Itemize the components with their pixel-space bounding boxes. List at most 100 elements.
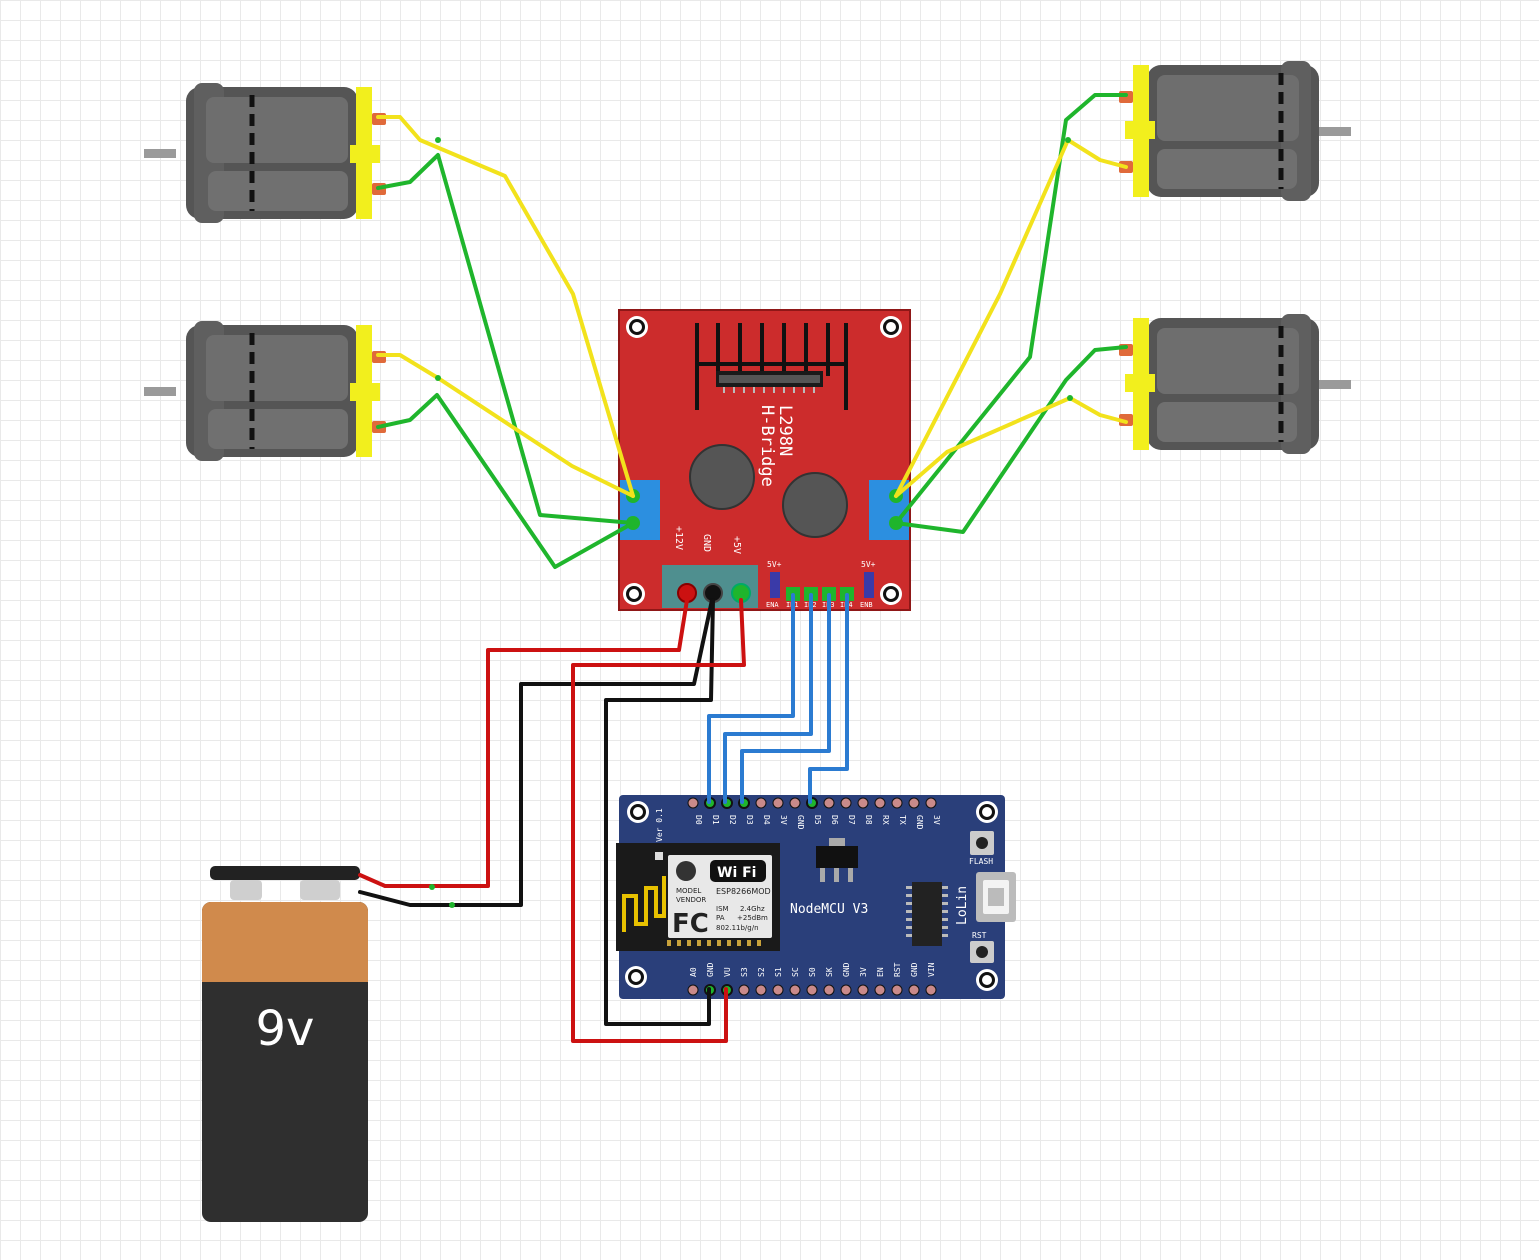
pin-label-enb: ENB (860, 601, 873, 609)
bottom-pin-7 (806, 984, 818, 996)
pin-label: TX (898, 815, 907, 825)
pin-label: 3V (859, 967, 868, 977)
mount-hole (976, 801, 998, 823)
left-motor-wire (376, 353, 635, 498)
pin-label-ena: ENA (766, 601, 779, 609)
dc-motor-bottom-right (1119, 314, 1351, 454)
ism-label: ISM (716, 905, 729, 913)
battery-9v: 9v (202, 866, 368, 1222)
top-pin-5 (772, 797, 784, 809)
driver-subtitle: H-Bridge (757, 405, 777, 487)
pin-label: GND (910, 962, 919, 977)
pin-label: RX (881, 815, 890, 825)
pin-label: 3V (932, 815, 941, 825)
ena-jumper (770, 572, 780, 598)
mount-hole (627, 801, 649, 823)
jumper-label-right: 5V+ (861, 560, 876, 569)
rst-label: RST (972, 931, 987, 940)
left-motor-wire (376, 115, 635, 498)
wifi-standard: 802.11b/g/n (716, 924, 759, 932)
capacitor (782, 472, 848, 538)
pin-label: D6 (830, 815, 839, 825)
usb-serial-chip (906, 882, 948, 946)
dc-motor-top-left (144, 83, 386, 223)
pin-label: A0 (689, 967, 698, 977)
pin-label: D0 (694, 815, 703, 825)
wifi-logo: Wi Fi (717, 865, 756, 881)
flash-button[interactable] (970, 831, 994, 855)
capacitor (689, 444, 755, 510)
vendor-label: VENDOR (676, 896, 706, 904)
pin-label: S1 (774, 967, 783, 977)
right-motor-wire (894, 345, 1128, 534)
battery-label: 9v (256, 1001, 315, 1057)
esp8266-module: Wi Fi MODEL VENDOR ESP8266MOD FC ISM PA … (616, 843, 780, 951)
pin-label: SC (791, 967, 800, 977)
top-pin-4 (755, 797, 767, 809)
label-12v: +12V (673, 526, 684, 550)
battery-terminal (230, 880, 262, 900)
pin-label: GND (842, 962, 851, 977)
mcu-vin-wire (571, 598, 746, 1043)
l298n-chip (716, 371, 823, 393)
left-motor-wire (376, 153, 635, 525)
label-gnd: GND (701, 534, 712, 552)
pin-label: S2 (757, 967, 766, 977)
pin-label: D8 (864, 815, 873, 825)
mount-hole (625, 966, 647, 988)
bottom-pin-5 (772, 984, 784, 996)
in4-signal-wire (808, 593, 849, 804)
ism-value: 2.4Ghz (740, 905, 765, 913)
dc-motor-bottom-left (144, 321, 386, 461)
heatsink (695, 323, 848, 410)
motor-terminal-left (620, 480, 660, 540)
bottom-pin-0 (687, 984, 699, 996)
pin-label: EN (876, 967, 885, 977)
l298n-board: L298N H-Bridge +12V GND +5V 5V+ 5V+ ENA (618, 309, 911, 611)
board-title: NodeMCU V3 (790, 902, 868, 917)
pin-label: D1 (711, 815, 720, 825)
pin-label: RST (893, 962, 902, 977)
button-cap-icon (976, 946, 988, 958)
enb-jumper (864, 572, 874, 598)
dc-motor-top-right (1119, 61, 1351, 201)
top-pin-9 (840, 797, 852, 809)
pin-label: VU (723, 967, 732, 977)
battery-negative-wire (358, 598, 714, 907)
top-pin-12 (891, 797, 903, 809)
mount-hole (880, 316, 902, 338)
mcu-gnd-wire (604, 598, 715, 1026)
model-label: MODEL (676, 887, 701, 895)
bottom-pin-4 (755, 984, 767, 996)
in1-signal-wire (707, 593, 795, 804)
right-motor-wire (894, 93, 1128, 525)
battery-terminal (300, 880, 340, 900)
bottom-pin-13 (908, 984, 920, 996)
micro-usb-port[interactable] (976, 872, 1016, 922)
bottom-pin-10 (857, 984, 869, 996)
top-pin-10 (857, 797, 869, 809)
brand-label: LoLin (955, 886, 970, 925)
version-label: Ver 0.1 (655, 808, 664, 842)
module-model: ESP8266MOD (716, 887, 771, 896)
bottom-pin-8 (823, 984, 835, 996)
left-motor-wire (376, 393, 635, 569)
wifi-icon (676, 861, 696, 881)
pa-label: PA (716, 914, 725, 922)
flash-label: FLASH (969, 857, 993, 866)
pin-label: S0 (808, 967, 817, 977)
bottom-pin-12 (891, 984, 903, 996)
top-pin-6 (789, 797, 801, 809)
pin-label: D3 (745, 815, 754, 825)
bottom-pin-3 (738, 984, 750, 996)
bottom-pin-6 (789, 984, 801, 996)
wires (358, 93, 1128, 1043)
pin-label: VIN (927, 962, 936, 977)
reset-button[interactable] (970, 941, 994, 963)
fc-logo: FC (672, 909, 709, 939)
pin-label: D4 (762, 815, 771, 825)
pin-label: GND (796, 815, 805, 830)
bottom-pin-14 (925, 984, 937, 996)
